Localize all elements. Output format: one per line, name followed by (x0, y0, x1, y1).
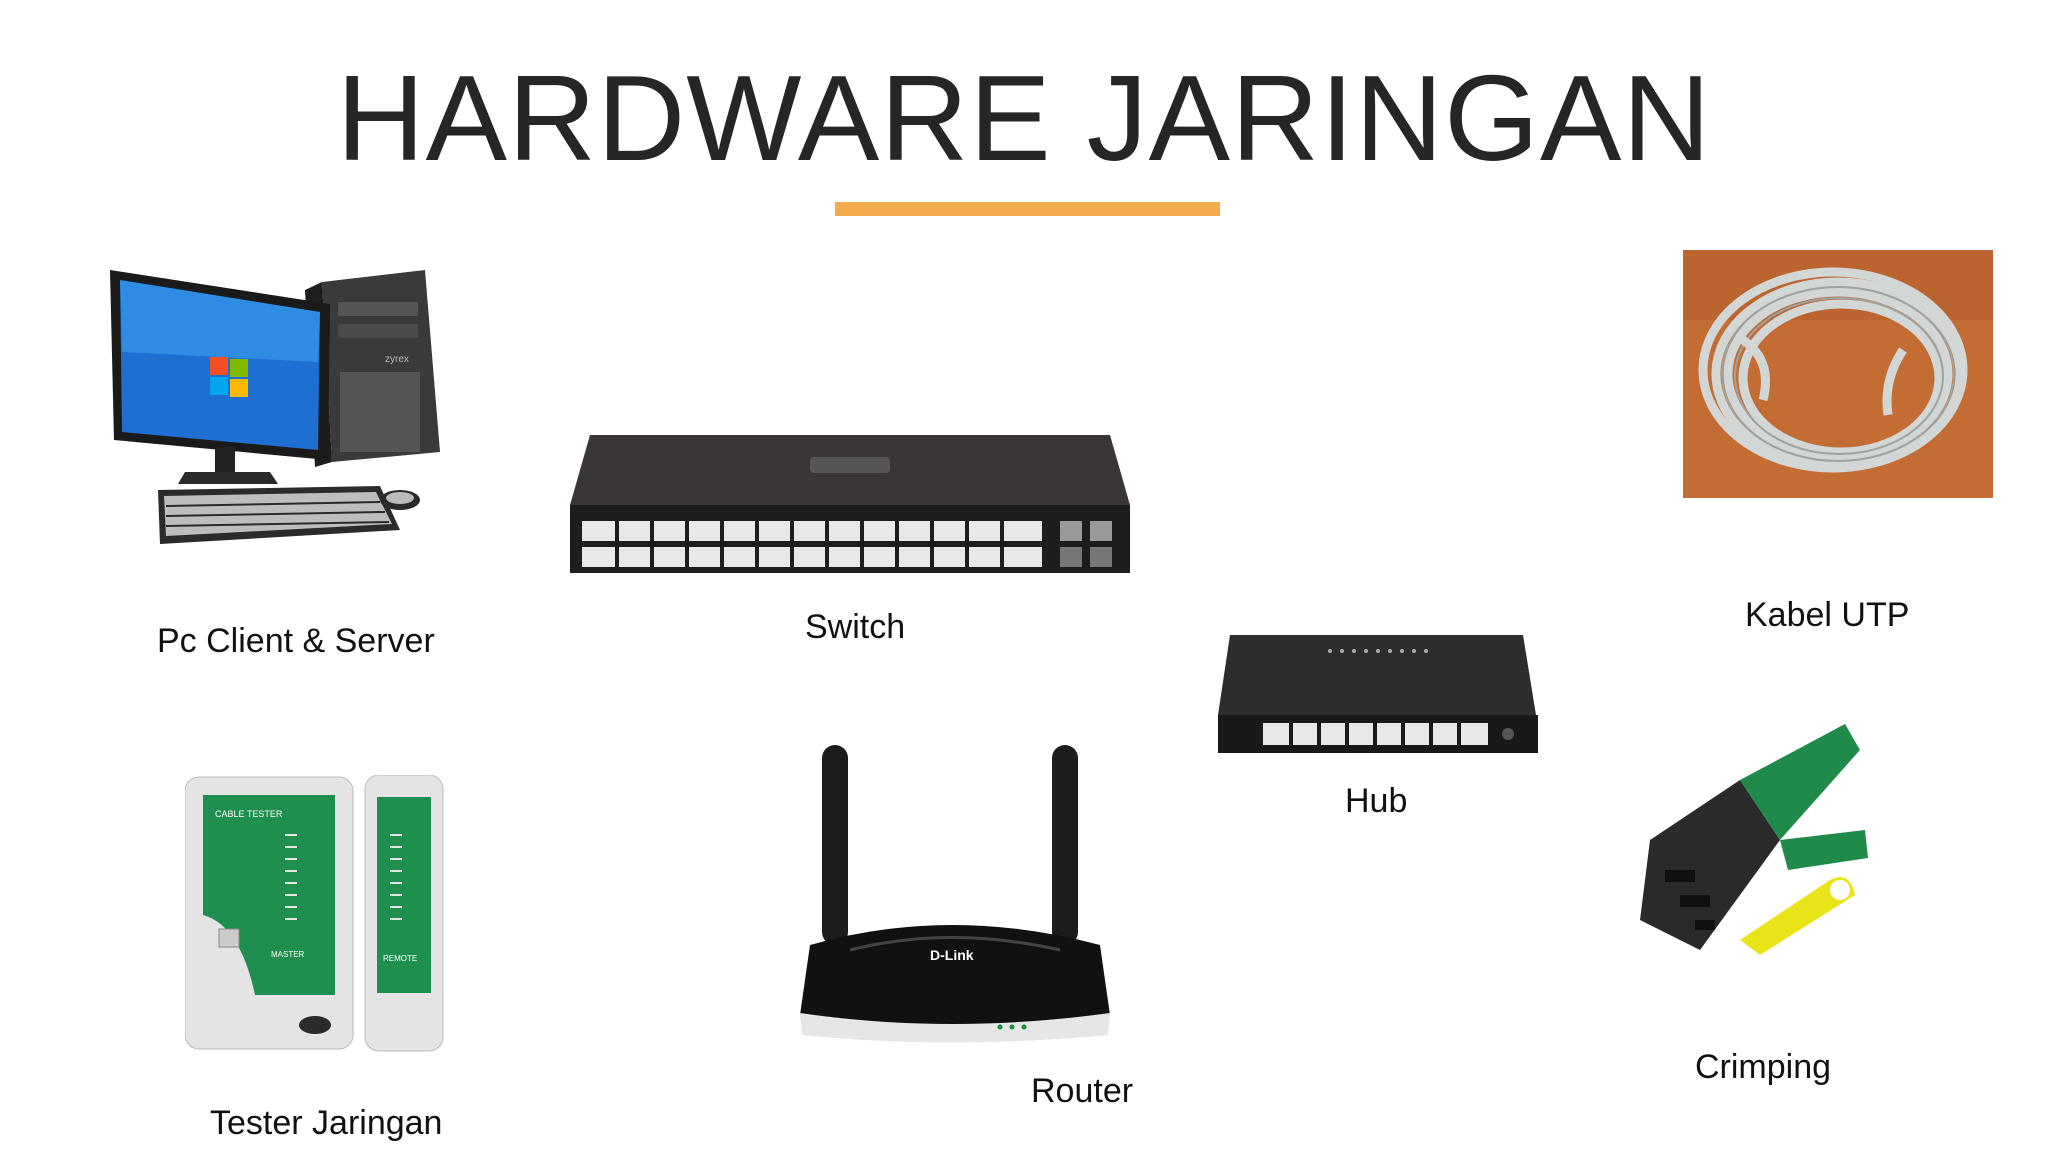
switch-icon (570, 435, 1130, 573)
crimping-label: Crimping (1695, 1048, 1832, 1086)
pc-icon: zyrex (110, 270, 440, 544)
svg-text:zyrex: zyrex (385, 354, 409, 365)
pc-label: Pc Client & Server (157, 622, 435, 660)
tester-text-remote: REMOTE (383, 954, 417, 963)
cable-tester-icon: CABLE TESTER MASTER REMOTE (185, 775, 444, 1052)
tester-label: Tester Jaringan (210, 1104, 443, 1142)
router-brand-logo: D-Link (930, 947, 974, 963)
utp-cable-icon (1683, 250, 1993, 498)
slide-title: HARDWARE JARINGAN (336, 50, 1712, 186)
crimping-tool-icon (1640, 724, 1868, 955)
router-label: Router (1031, 1072, 1134, 1110)
hub-label: Hub (1345, 782, 1408, 820)
router-icon: D-Link (800, 745, 1110, 1043)
switch-label: Switch (805, 608, 906, 646)
tester-text-master: MASTER (271, 950, 305, 959)
utp-cable-label: Kabel UTP (1745, 596, 1910, 634)
hub-icon (1218, 635, 1538, 753)
title-underline (835, 202, 1220, 216)
tester-text-left: CABLE TESTER (215, 809, 283, 819)
